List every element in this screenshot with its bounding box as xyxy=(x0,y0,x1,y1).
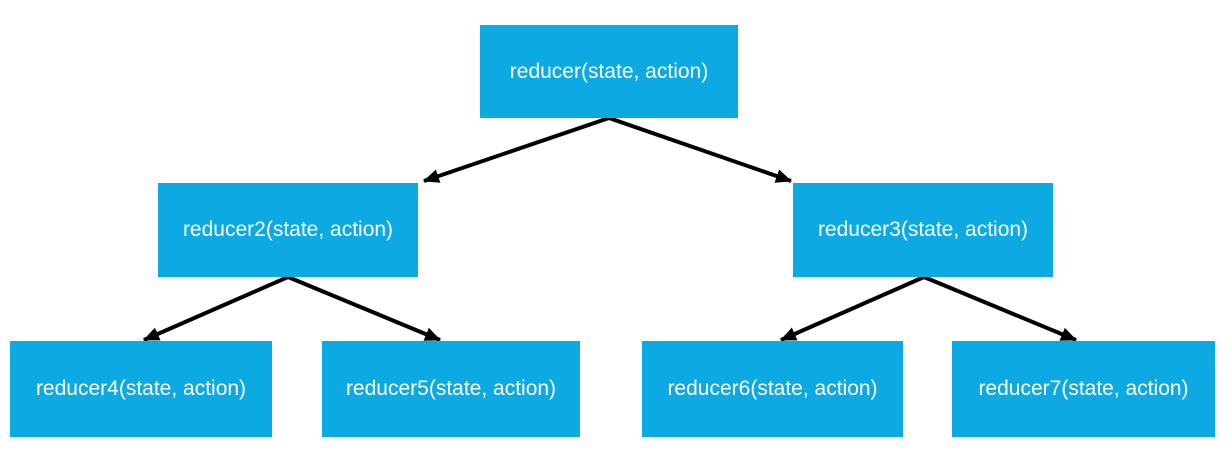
arrow-root-to-reducer3 xyxy=(608,116,792,183)
node-reducer2: reducer2(state, action) xyxy=(158,183,418,277)
node-reducer: reducer(state, action) xyxy=(480,25,738,118)
node-reducer2-label: reducer2(state, action) xyxy=(182,218,394,242)
node-reducer3: reducer3(state, action) xyxy=(793,183,1053,277)
arrow-reducer3-to-reducer7 xyxy=(923,275,1077,342)
arrow-reducer3-to-reducer6 xyxy=(780,275,925,342)
node-reducer6-label: reducer6(state, action) xyxy=(667,377,878,401)
node-reducer3-label: reducer3(state, action) xyxy=(817,218,1029,242)
node-reducer4: reducer4(state, action) xyxy=(10,341,272,437)
node-reducer5-label: reducer5(state, action) xyxy=(345,377,557,401)
node-reducer6: reducer6(state, action) xyxy=(642,341,903,437)
node-reducer4-label: reducer4(state, action) xyxy=(35,377,247,401)
arrow-root-to-reducer2 xyxy=(423,116,610,183)
arrow-reducer2-to-reducer5 xyxy=(287,275,441,342)
arrow-reducer2-to-reducer4 xyxy=(143,275,289,342)
node-reducer5: reducer5(state, action) xyxy=(322,341,580,437)
node-reducer-label: reducer(state, action) xyxy=(509,59,709,83)
node-reducer7-label: reducer7(state, action) xyxy=(978,377,1189,401)
node-reducer7: reducer7(state, action) xyxy=(952,341,1215,437)
